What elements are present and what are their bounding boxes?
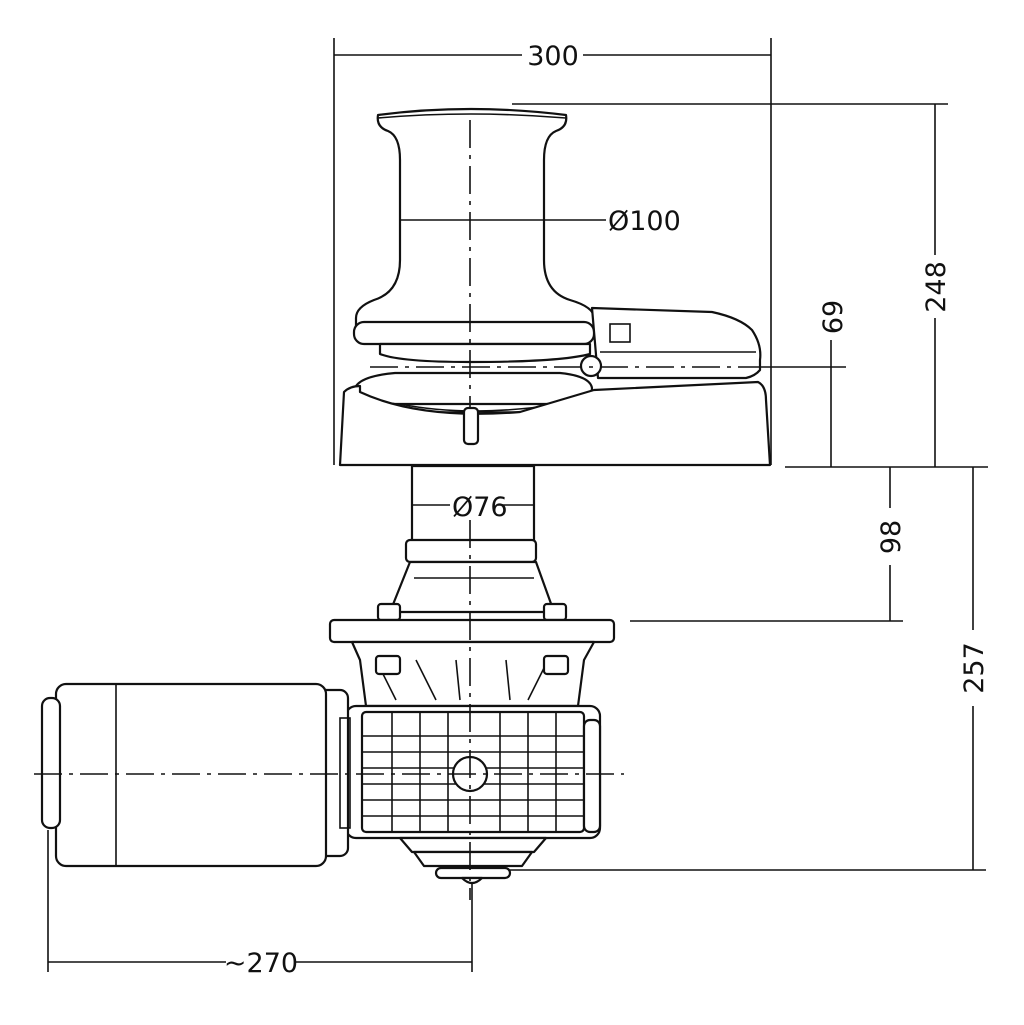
label-shaft-diameter: Ø76 <box>452 492 508 523</box>
dimension-overall-width: 300 <box>333 38 772 465</box>
dimension-below-deck: 257 <box>505 467 990 871</box>
label-motor-length: ~270 <box>224 948 298 979</box>
label-overall-height: 248 <box>921 261 952 313</box>
dimension-capstan-diameter: Ø100 <box>544 206 681 237</box>
label-overall-width: 300 <box>527 41 579 72</box>
dimension-motor-length: ~270 <box>47 830 473 979</box>
shaft-tube: Ø76 <box>410 464 536 544</box>
label-below-deck: 257 <box>959 642 990 694</box>
capstan-drum <box>354 107 596 332</box>
shaft-stub <box>462 406 480 446</box>
dimension-chain-line: 69 <box>760 300 849 467</box>
label-chain-line: 69 <box>818 300 849 334</box>
gearbox-cone <box>376 538 568 622</box>
dimension-deck-to-flange: 98 <box>630 467 907 622</box>
mounting-flange <box>328 618 616 644</box>
label-capstan-diameter: Ø100 <box>608 206 681 237</box>
electric-motor <box>40 682 351 868</box>
chain-stripper-arm <box>579 306 762 380</box>
deck-base-housing <box>338 380 772 467</box>
gearbox-body <box>344 640 602 885</box>
label-deck-to-flange: 98 <box>876 520 907 554</box>
dimension-overall-height: 248 <box>512 103 952 467</box>
